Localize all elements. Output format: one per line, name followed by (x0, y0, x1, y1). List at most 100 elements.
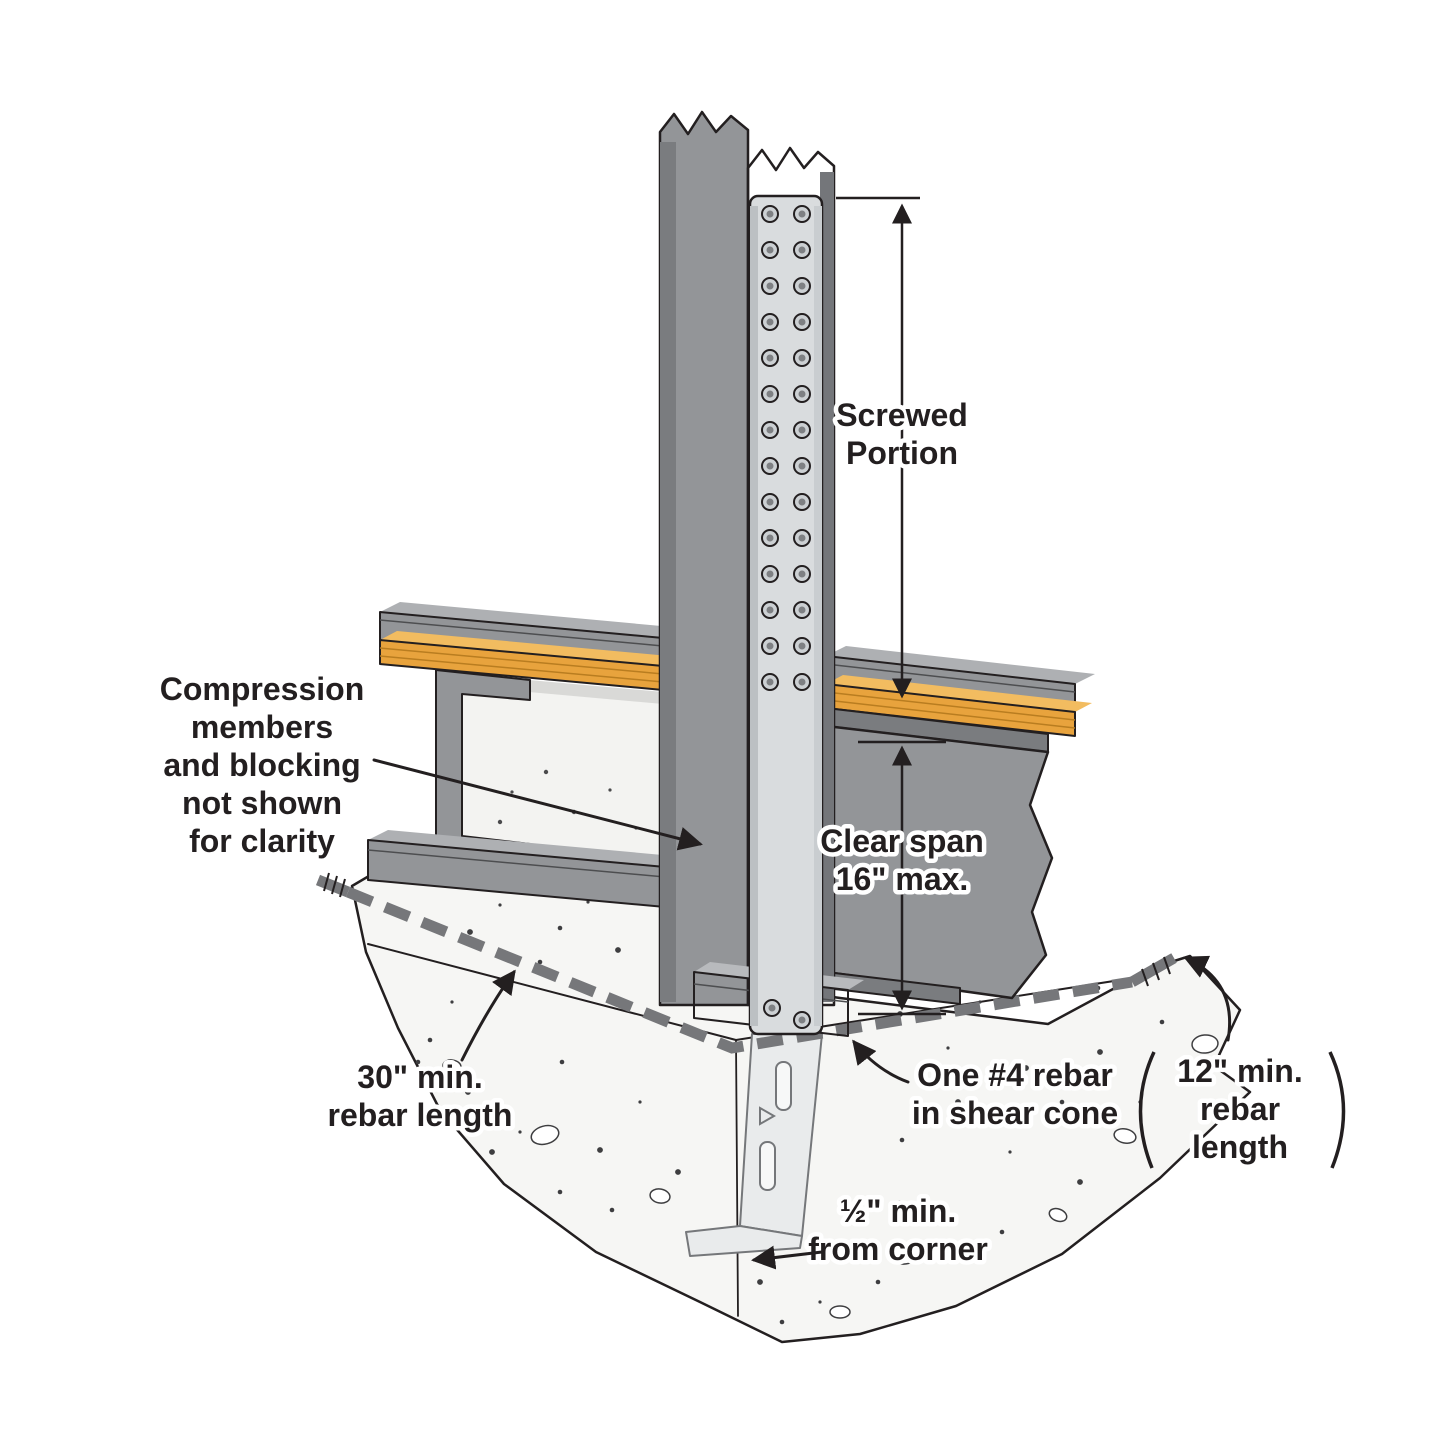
speckle (510, 790, 514, 794)
speckle (608, 788, 612, 792)
screw-drive (798, 1016, 806, 1024)
screw-drive (766, 354, 774, 362)
sheathing-right-plies (825, 691, 1076, 729)
speckle (818, 1300, 822, 1304)
strap-screws (761, 205, 811, 1029)
screw-drive (798, 210, 806, 218)
screw-drive (766, 498, 774, 506)
speckle (1023, 1065, 1029, 1071)
speckle (875, 1279, 881, 1285)
rebar-30-label: rebar length (328, 1097, 513, 1133)
speckle (1159, 1019, 1165, 1025)
speckle (757, 1279, 763, 1285)
speckle (839, 1239, 845, 1245)
screw-drive (766, 534, 774, 542)
rebar-30-leader-arrow (460, 969, 516, 1062)
speckle (609, 1207, 615, 1213)
screw-drive (766, 570, 774, 578)
screw-drive (798, 570, 806, 578)
speckle (498, 903, 502, 907)
aggregate-stone (1191, 1034, 1219, 1054)
strap-right-shade (814, 206, 822, 1026)
aggregate-stone (1048, 1207, 1068, 1223)
speckle (497, 819, 503, 825)
screw-drive (798, 390, 806, 398)
rebar-ridges-right (1141, 956, 1171, 987)
speckle (518, 1130, 522, 1134)
screw-drive (798, 498, 806, 506)
dimension-screwed-portion: Screwed Portion (832, 196, 972, 699)
rebar-ridges-left (323, 872, 346, 898)
rebar-30-label: 30" min. (357, 1059, 482, 1095)
corner-clearance-label: ½" min. (840, 1193, 957, 1229)
strap-emboss-mark (759, 1106, 777, 1126)
speckle (597, 1147, 603, 1153)
speckle (415, 1059, 421, 1065)
screw-drive (798, 246, 806, 254)
screw-drive (766, 642, 774, 650)
screwed-portion-label: Portion (846, 435, 958, 471)
speckle (1097, 1049, 1103, 1055)
concrete-corner-edge (735, 1039, 739, 1317)
compression-note-line: members (191, 709, 333, 745)
note-rebar-30: 30" min. rebar length (323, 969, 517, 1138)
shear-cone-leader-arrow (852, 1039, 910, 1084)
rebar-12-label: rebar (1200, 1091, 1280, 1127)
compression-note-line: for clarity (189, 823, 335, 859)
corner-leader-arrow (751, 1245, 824, 1270)
dimension-clear-span: Clear span 16" max. (816, 740, 988, 1016)
speckle (586, 900, 590, 904)
shear-cone-label: One #4 rebar (917, 1057, 1113, 1093)
screw-drive (798, 282, 806, 290)
speckle (950, 1260, 954, 1264)
screw-drive (798, 426, 806, 434)
speckle (779, 1319, 785, 1325)
screw-drive (766, 210, 774, 218)
aggregate-stone (442, 1059, 462, 1073)
screw-drive (766, 426, 774, 434)
speckle (467, 929, 473, 935)
clear-span-label: 16" max. (836, 861, 969, 897)
sheathing-left-top (380, 631, 680, 666)
speckle (489, 1149, 495, 1155)
stud-back-flange (660, 142, 676, 1002)
screw-drive (798, 606, 806, 614)
floor-cavity (462, 674, 663, 876)
screw-drive (768, 1004, 776, 1012)
speckle (450, 1000, 454, 1004)
speckle (537, 959, 543, 965)
compression-leader-arrow (372, 758, 703, 851)
screw-drive (798, 318, 806, 326)
floor-assembly (367, 602, 1095, 1005)
corner-clearance-label: from corner (808, 1231, 988, 1267)
concrete-top-left-edge (367, 943, 737, 1041)
sheathing-left-plies (379, 647, 664, 683)
paren-right (1328, 1051, 1346, 1169)
speckle (675, 1169, 681, 1175)
rebar-12-leader-arrow (1183, 955, 1232, 1042)
strap-left-shade (750, 206, 758, 1026)
speckle (427, 1037, 433, 1043)
clear-span-label: Clear span (820, 823, 984, 859)
embedded-strap (685, 1033, 823, 1257)
speckle (955, 1099, 961, 1105)
rebar-hidden-run (345, 886, 1133, 1054)
strap-body (748, 194, 824, 1036)
shear-cone-label: in shear cone (912, 1095, 1118, 1131)
stud-back-face (658, 110, 750, 1007)
concrete-aggregate (442, 1034, 1219, 1319)
rebar-end-left (315, 874, 351, 898)
speckle (999, 1229, 1005, 1235)
compression-note-line: Compression (160, 671, 364, 707)
rebar (315, 872, 1177, 1054)
screw-drive (766, 462, 774, 470)
screw-drive (766, 390, 774, 398)
aggregate-stone (829, 1305, 851, 1319)
compression-note-line: and blocking (163, 747, 360, 783)
annotations: Screwed Portion Clear span 16" max. Comp… (155, 196, 1346, 1272)
screw-drive (798, 354, 806, 362)
speckle (899, 1137, 905, 1143)
speckle (465, 1089, 471, 1095)
note-shear-cone: One #4 rebar in shear cone (852, 1039, 1123, 1136)
